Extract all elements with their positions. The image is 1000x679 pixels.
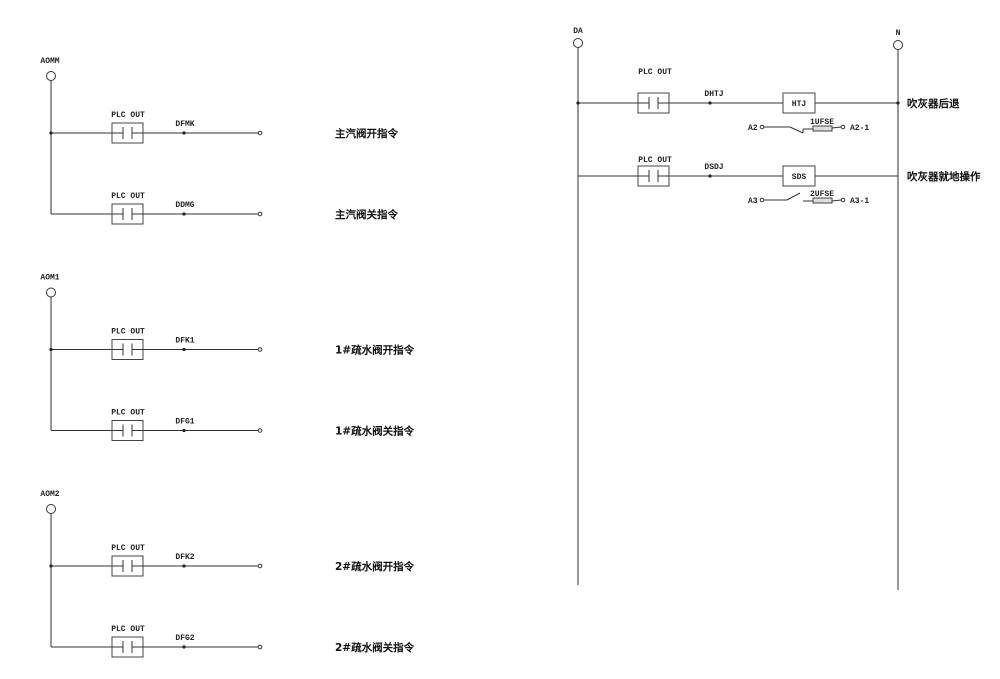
node-label: DHTJ (704, 90, 723, 99)
source-label: AOM1 (40, 274, 59, 283)
junction-dot (708, 174, 712, 178)
terminal (46, 287, 56, 298)
no-contact-symbol (111, 339, 144, 360)
wire (831, 199, 842, 202)
wire (831, 126, 842, 129)
node-label: DFG2 (175, 634, 194, 643)
fuse-symbol (812, 125, 833, 132)
aux-contact-row: A2 1UFSE A2-1 (748, 118, 869, 134)
rung-description: 1#疏水阀开指令 (335, 344, 415, 357)
node-label: DSDJ (704, 163, 723, 172)
plc-out-label: PLC OUT (111, 192, 145, 201)
junction-dot (182, 212, 186, 216)
circuit-group: AOMM PLC OUT DFMK 主汽阀开指令 PLC OUT DDMG 主汽阀关指令 (40, 57, 398, 225)
rung-description: 主汽阀开指令 (335, 127, 398, 140)
neutral-label: N (896, 29, 901, 38)
rung-description: 2#疏水阀开指令 (335, 560, 415, 573)
rung: PLC OUT DHTJ HTJ 吹灰器后退 A2 1UFSE A2-1 (576, 68, 960, 134)
line-label: DA (573, 27, 583, 36)
junction-dot (896, 101, 900, 105)
junction-dot (182, 564, 186, 568)
terminal (893, 40, 903, 50)
no-contact-symbol (637, 92, 670, 114)
rung: PLC OUT DDMG 主汽阀关指令 (51, 192, 398, 225)
terminal (46, 504, 56, 514)
switch-blade (786, 192, 801, 201)
terminal (759, 197, 765, 203)
junction-dot (49, 347, 53, 352)
terminal (840, 124, 846, 130)
rung: PLC OUT DFG2 2#疏水阀关指令 (51, 625, 415, 658)
node-label: DFMK (175, 120, 194, 129)
terminal (759, 124, 765, 130)
node-label: DFK2 (175, 553, 194, 562)
aux-contact-row: A3 2UFSE A3-1 (748, 190, 869, 206)
terminal (257, 563, 263, 569)
rung: PLC OUT DFMK 主汽阀开指令 (49, 111, 398, 144)
terminal (573, 38, 583, 48)
node-label: DFG1 (175, 418, 194, 427)
terminal (257, 428, 263, 433)
aux-to-label: A3-1 (850, 197, 869, 206)
aux-from-label: A2 (748, 124, 758, 133)
no-contact-symbol (111, 122, 144, 144)
plc-out-label: PLC OUT (111, 625, 145, 634)
aux-to-label: A2-1 (850, 124, 869, 133)
source-label: AOM2 (40, 490, 59, 499)
plc-out-label: PLC OUT (111, 111, 145, 120)
rung-description: 主汽阀关指令 (335, 208, 398, 221)
terminal (840, 197, 846, 203)
terminal (257, 644, 263, 650)
no-contact-symbol (111, 636, 144, 658)
fuse-label: 2UFSE (810, 190, 834, 199)
no-contact-symbol (111, 203, 144, 225)
aux-from-label: A3 (748, 197, 758, 206)
terminal (257, 211, 263, 217)
junction-dot (182, 645, 186, 649)
plc-out-label: PLC OUT (638, 156, 672, 165)
switch-blade (789, 126, 804, 134)
coil-label: SDS (792, 173, 807, 182)
no-contact-symbol (637, 165, 670, 187)
node-label: DFK1 (175, 337, 194, 346)
rung: PLC OUT DFK2 2#疏水阀开指令 (49, 544, 415, 577)
plc-out-label: PLC OUT (111, 328, 145, 337)
rung: PLC OUT DSDJ SDS 吹灰器就地操作 A3 2UFSE A3-1 (578, 156, 981, 206)
coil-box (782, 165, 816, 187)
terminal (257, 130, 263, 136)
junction-dot (49, 564, 53, 568)
no-contact-symbol (111, 420, 144, 441)
coil-label: HTJ (792, 100, 806, 109)
junction-dot (182, 131, 186, 135)
junction-dot (576, 101, 580, 105)
plc-out-label: PLC OUT (111, 544, 145, 553)
junction-dot (708, 101, 712, 105)
node-label: DDMG (175, 201, 194, 210)
no-contact-symbol (111, 555, 144, 577)
rung-description: 2#疏水阀关指令 (335, 641, 415, 654)
rung-description: 吹灰器后退 (907, 97, 960, 110)
terminal (257, 347, 263, 352)
fuse-label: 1UFSE (810, 118, 834, 127)
junction-dot (182, 347, 186, 352)
rung: PLC OUT DFK1 1#疏水阀开指令 (49, 328, 415, 360)
source-label: AOMM (40, 57, 59, 66)
rung-description: 1#疏水阀关指令 (335, 425, 415, 438)
junction-dot (182, 428, 186, 433)
junction-dot (49, 131, 53, 135)
plc-out-label: PLC OUT (638, 68, 672, 77)
terminal (46, 71, 56, 81)
coil-box (782, 92, 816, 114)
rung-description: 吹灰器就地操作 (907, 170, 981, 183)
rung: PLC OUT DFG1 1#疏水阀关指令 (51, 409, 415, 441)
plc-out-label: PLC OUT (111, 409, 145, 418)
